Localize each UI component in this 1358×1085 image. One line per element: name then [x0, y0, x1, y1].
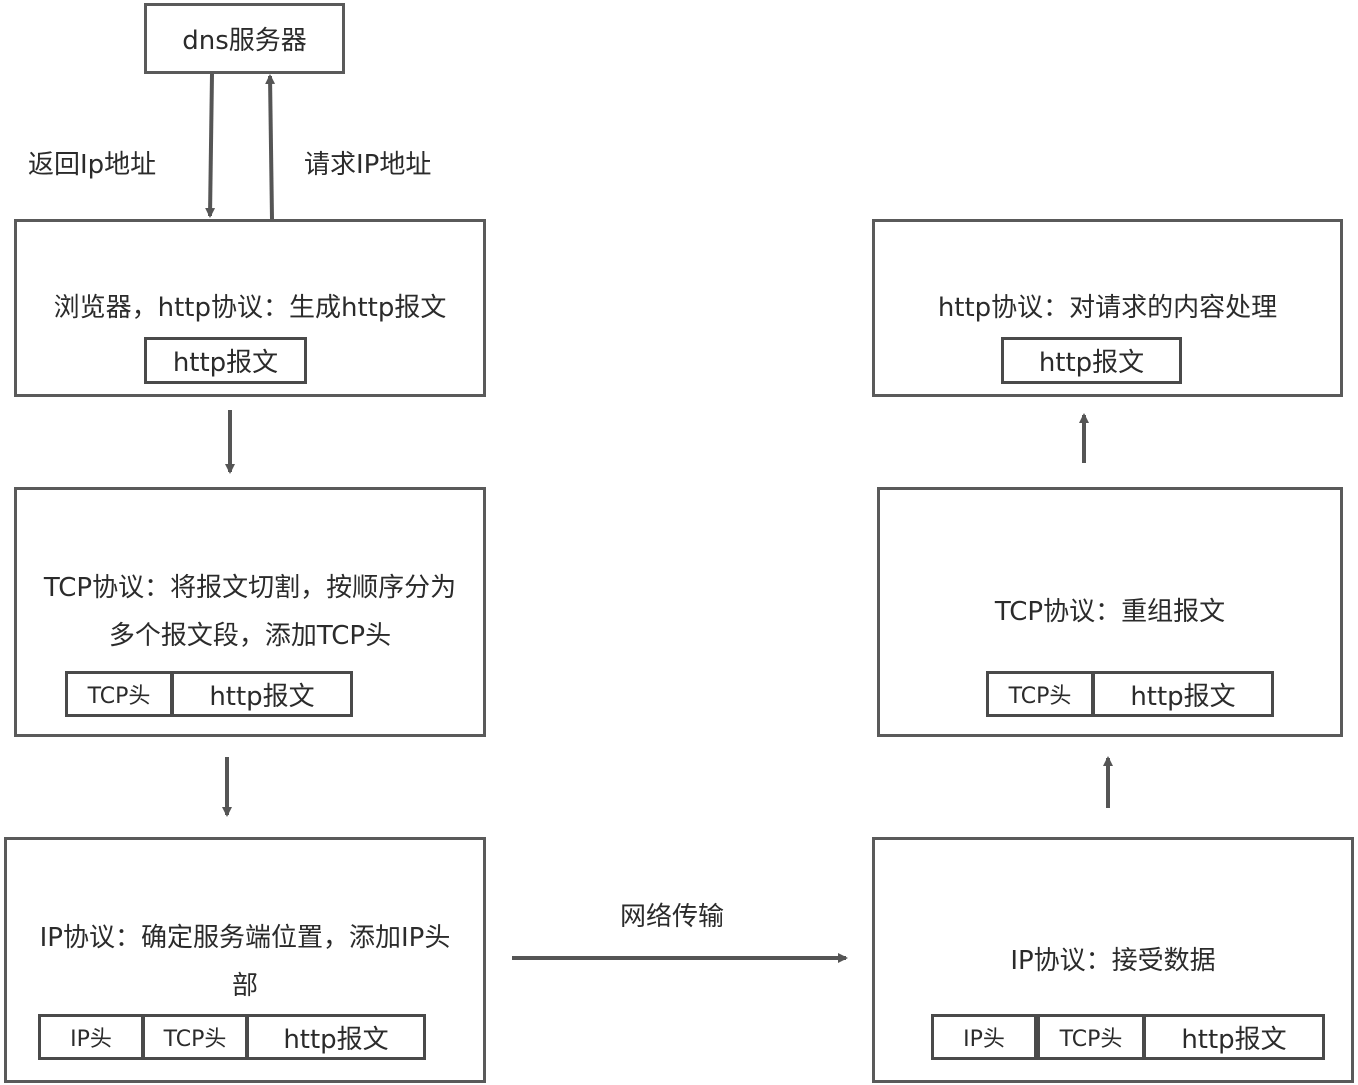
dns-server-label: dns服务器	[182, 26, 307, 56]
receiver-http-message-cell: http报文	[1001, 337, 1182, 384]
receiver-ip-title: IP协议：接受数据	[1010, 946, 1216, 976]
arrow-browser-to-dns	[265, 74, 276, 220]
dns-server-box: dns服务器	[144, 3, 345, 74]
receiver-http-title: http协议：对请求的内容处理	[937, 293, 1278, 323]
sender-ip-tcp-header-cell: TCP头	[142, 1014, 248, 1060]
sender-ip-header-cell: IP头	[38, 1014, 144, 1060]
sender-ip-title-line1: IP协议：确定服务端位置，添加IP头	[39, 923, 451, 953]
arrow-dns-to-browser	[205, 73, 216, 218]
receiver-tcp-http-cell: http报文	[1092, 671, 1274, 717]
sender-tcp-header-cell: TCP头	[65, 671, 173, 717]
sender-tcp-title-line1: TCP协议：将报文切割，按顺序分为	[43, 573, 457, 603]
receiver-ip-tcp-header-cell: TCP头	[1037, 1014, 1145, 1060]
sender-tcp-title-line2: 多个报文段，添加TCP头	[108, 621, 392, 651]
receiver-ip-header-cell: IP头	[931, 1014, 1037, 1060]
sender-tcp-http-cell: http报文	[171, 671, 353, 717]
receiver-tcp-header-cell: TCP头	[986, 671, 1094, 717]
browser-http-title: 浏览器，http协议：生成http报文	[53, 293, 447, 323]
network-transfer-label: 网络传输	[620, 902, 725, 932]
browser-http-message-cell: http报文	[144, 337, 307, 384]
receiver-tcp-title: TCP协议：重组报文	[994, 597, 1226, 627]
sender-ip-http-cell: http报文	[246, 1014, 426, 1060]
return-ip-label: 返回Ip地址	[28, 150, 157, 180]
sender-ip-title-line2: 部	[231, 971, 258, 1001]
request-ip-label: 请求IP地址	[304, 150, 432, 180]
receiver-ip-http-cell: http报文	[1143, 1014, 1325, 1060]
